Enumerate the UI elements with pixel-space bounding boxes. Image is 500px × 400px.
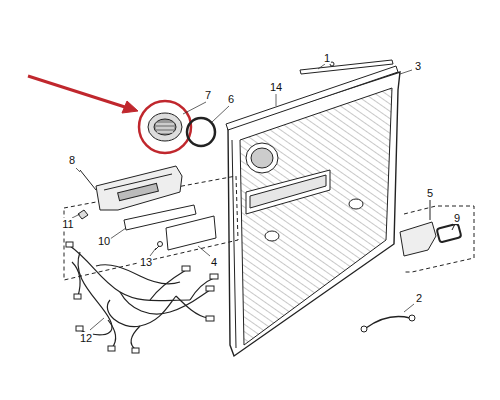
- callout-number: 14: [269, 81, 283, 93]
- door-cable: [366, 316, 410, 328]
- cover-plate: [166, 216, 216, 250]
- top-trim: [226, 66, 398, 130]
- latch-seal: [437, 223, 462, 242]
- callout-number: 5: [426, 187, 434, 199]
- control-module: [96, 166, 182, 210]
- latch-bracket: [400, 222, 436, 256]
- callout-number: 9: [453, 212, 461, 224]
- pointer-arrowhead: [122, 101, 138, 113]
- vent-cap: [148, 113, 182, 141]
- callout-number: 2: [415, 292, 423, 304]
- callout-number: 4: [210, 256, 218, 268]
- highlight-circle: [139, 101, 191, 153]
- callout-number: 6: [227, 93, 235, 105]
- wire-harness: [70, 246, 214, 350]
- callout-number: 11: [61, 218, 74, 230]
- callout-number: 12: [79, 332, 93, 344]
- callout-number: 13: [139, 256, 153, 268]
- vent-gasket: [187, 118, 215, 146]
- pointer-arrow: [28, 76, 128, 108]
- callout-number: 1: [323, 52, 331, 64]
- callout-number: 8: [68, 154, 76, 166]
- screw: [158, 242, 163, 247]
- callout-number: 3: [414, 60, 422, 72]
- door-vent-rail: [300, 60, 393, 74]
- callout-number: 7: [204, 89, 212, 101]
- callout-number: 10: [97, 235, 111, 247]
